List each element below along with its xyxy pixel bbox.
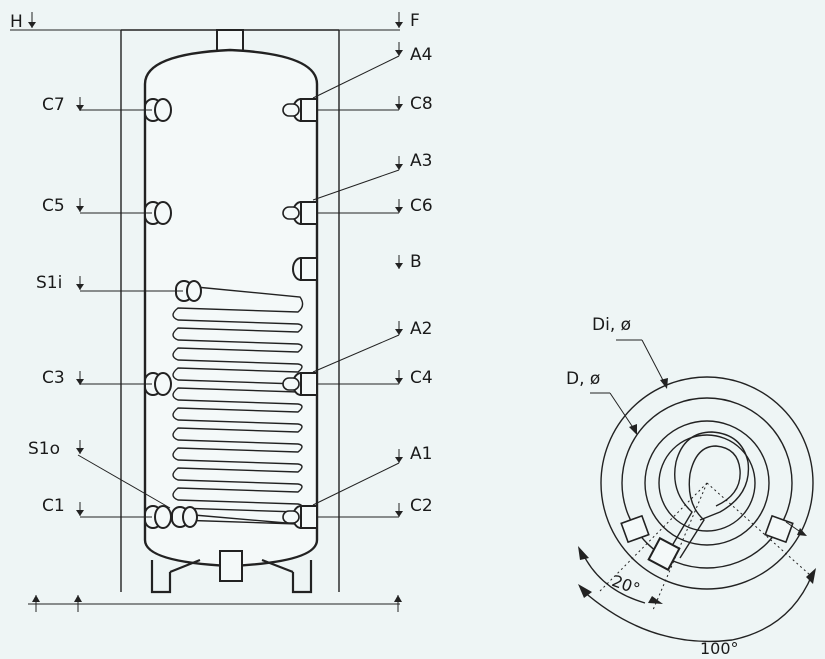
label-C7: C7 <box>42 95 152 115</box>
label-A1: A1 <box>395 444 432 464</box>
svg-text:A4: A4 <box>410 45 432 65</box>
angle-20: 20° <box>609 571 642 599</box>
label-S1o: S1o <box>28 439 84 459</box>
heat-exchanger-coil <box>172 286 304 525</box>
tank-body <box>143 48 319 568</box>
top-view: Di, ø D, ø 20° 100° <box>566 315 816 658</box>
label-A4: A4 <box>395 42 432 65</box>
svg-text:S1o: S1o <box>28 439 60 459</box>
left-dimension-labels: H C7 C5 S1i C3 S1o C1 <box>10 12 183 518</box>
label-Di: Di, ø <box>592 315 631 335</box>
svg-text:C6: C6 <box>410 196 433 216</box>
top-outlet-pipe <box>216 29 244 53</box>
label-C4: C4 <box>317 368 433 388</box>
dimension-lines <box>10 29 402 612</box>
svg-text:C7: C7 <box>42 95 65 115</box>
connection-B <box>292 257 318 281</box>
svg-text:C8: C8 <box>410 94 433 114</box>
connection-C6 <box>282 201 318 225</box>
svg-text:C1: C1 <box>42 496 65 516</box>
svg-text:A1: A1 <box>410 444 432 464</box>
label-D: D, ø <box>566 369 600 389</box>
svg-text:A3: A3 <box>410 151 432 171</box>
svg-text:C5: C5 <box>42 196 65 216</box>
label-A3: A3 <box>395 151 432 171</box>
connection-C2 <box>282 505 318 529</box>
angle-100: 100° <box>700 639 739 658</box>
svg-text:F: F <box>410 11 420 31</box>
label-A2: A2 <box>395 319 432 339</box>
label-C1: C1 <box>42 496 152 518</box>
right-dimension-labels: F A4 C8 A3 C6 B A2 C4 A1 C2 <box>317 11 433 518</box>
label-C8: C8 <box>317 94 433 114</box>
connection-C5 <box>144 201 172 225</box>
connection-C7 <box>144 98 172 122</box>
svg-text:A2: A2 <box>410 319 432 339</box>
label-C3: C3 <box>42 368 152 388</box>
label-C2: C2 <box>317 496 433 518</box>
svg-text:C3: C3 <box>42 368 65 388</box>
label-C5: C5 <box>42 196 152 216</box>
label-B: B <box>395 252 422 272</box>
svg-text:H: H <box>10 12 23 32</box>
label-H: H <box>10 12 36 32</box>
tank-legs <box>150 550 313 594</box>
svg-text:C4: C4 <box>410 368 433 388</box>
label-S1i: S1i <box>36 273 183 293</box>
svg-text:S1i: S1i <box>36 273 62 293</box>
connection-S1o <box>171 506 198 528</box>
svg-text:B: B <box>410 252 422 272</box>
svg-text:C2: C2 <box>410 496 433 516</box>
connection-C3 <box>144 372 172 396</box>
label-F: F <box>395 11 420 31</box>
leader-lines <box>77 55 400 509</box>
label-C6: C6 <box>317 196 433 216</box>
